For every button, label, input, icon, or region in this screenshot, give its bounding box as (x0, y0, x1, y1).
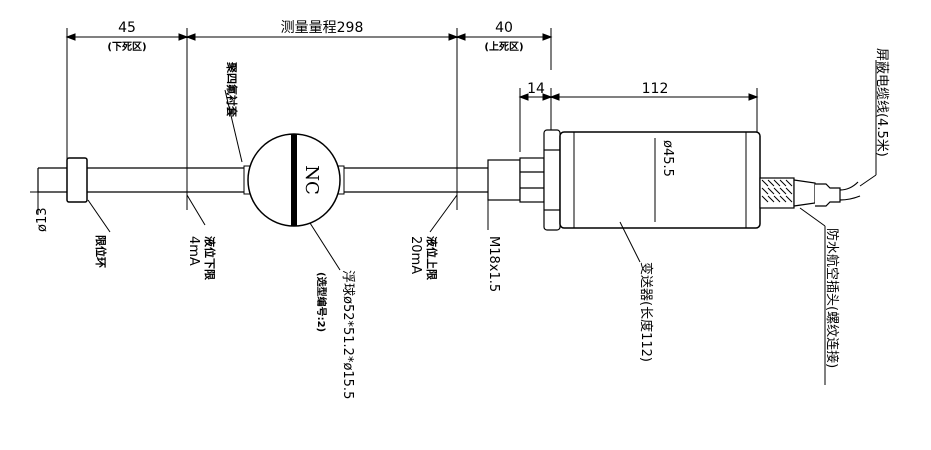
float-spec-label: 浮球ø52*51.2*ø15.5 (340, 270, 355, 399)
stop-ring (66, 157, 88, 203)
cable-label: 屏蔽电缆线(4.5米) (874, 48, 890, 157)
dim-transmitter-length: 112 (642, 81, 669, 97)
level-high-value: 20mA (408, 236, 423, 274)
housing-diameter-label: ø45.5 (660, 140, 675, 177)
dim-dead-top-label: (上死区) (484, 40, 523, 53)
stop-ring-label: 限位环 (94, 235, 108, 268)
float-model-label: (选型编号:2) (315, 272, 328, 332)
connector-label: 防水航空插头(螺纹连接) (824, 228, 840, 368)
top-dimensions (65, 28, 759, 210)
shielded-cable (839, 181, 861, 201)
thread-label: M18x1.5 (486, 236, 501, 292)
transmitter-housing (559, 131, 761, 229)
leader-lines (87, 60, 877, 385)
dim-flange-gap: 14 (527, 81, 545, 97)
dim-measure-range: 测量量程298 (281, 20, 364, 36)
transmitter-label: 变送器(长度112) (638, 262, 654, 362)
level-low-value: 4mA (186, 236, 201, 266)
rod-material-label: 聚四氟衬套 (225, 61, 239, 118)
level-high-label: 液位上限 (425, 236, 439, 280)
float-ball-text: NC (301, 165, 322, 195)
thread-fitting (487, 129, 561, 231)
level-low-label: 液位下限 (203, 236, 217, 280)
aviation-connector (759, 177, 841, 209)
rod-diameter-dim (30, 168, 39, 215)
dim-dead-top: 40 (495, 20, 513, 36)
dim-dead-bottom: 45 (118, 20, 136, 36)
float-ball (243, 133, 345, 227)
level-markers (186, 194, 458, 233)
dim-dead-bottom-label: (下死区) (107, 41, 146, 53)
rod-diameter-label: ø13 (35, 208, 50, 233)
